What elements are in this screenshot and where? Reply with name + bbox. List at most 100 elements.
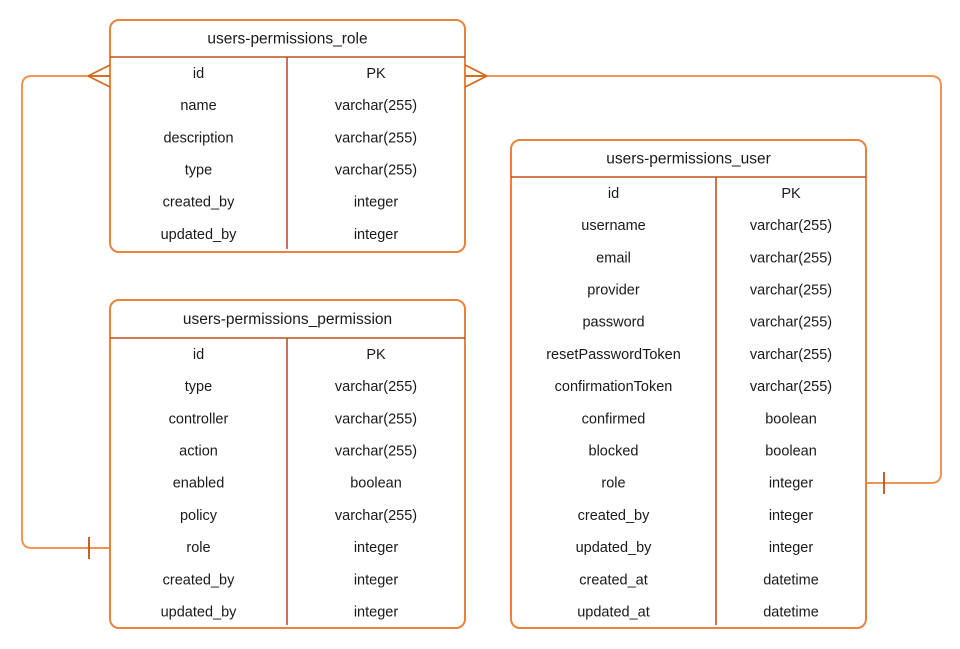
table-row[interactable]: provider varchar(255) xyxy=(587,283,832,299)
column-type: integer xyxy=(769,476,814,492)
column-type: varchar(255) xyxy=(750,218,832,234)
column-type: varchar(255) xyxy=(335,444,417,460)
column-type: datetime xyxy=(763,605,819,621)
table-row[interactable]: controller varchar(255) xyxy=(169,411,417,427)
cardinality-markers xyxy=(87,64,885,559)
relationship-connectors xyxy=(21,75,942,549)
table-row[interactable]: enabled boolean xyxy=(173,476,402,492)
column-name: password xyxy=(582,315,644,331)
table-row[interactable]: password varchar(255) xyxy=(582,315,832,331)
column-type: varchar(255) xyxy=(335,379,417,395)
table-row[interactable]: created_by integer xyxy=(578,508,814,524)
table-row[interactable]: email varchar(255) xyxy=(596,250,832,266)
column-type: varchar(255) xyxy=(750,283,832,299)
column-type: varchar(255) xyxy=(750,379,832,395)
table-row[interactable]: created_at datetime xyxy=(579,572,819,588)
column-name: id xyxy=(608,186,619,202)
column-type: integer xyxy=(354,572,399,588)
column-name: created_at xyxy=(579,572,648,588)
table-title: users-permissions_permission xyxy=(183,311,392,328)
column-name: role xyxy=(601,476,625,492)
table-row[interactable]: description varchar(255) xyxy=(163,130,417,146)
column-name: type xyxy=(185,379,212,395)
column-name: resetPasswordToken xyxy=(546,347,681,363)
table-row[interactable]: action varchar(255) xyxy=(179,444,417,460)
column-name: policy xyxy=(180,508,218,524)
column-name: created_by xyxy=(163,572,235,588)
column-type: PK xyxy=(781,186,801,202)
column-name: controller xyxy=(169,411,229,427)
column-name: enabled xyxy=(173,476,225,492)
column-type: integer xyxy=(354,227,399,243)
column-type: boolean xyxy=(765,444,817,460)
column-name: description xyxy=(163,130,233,146)
table-row[interactable]: id PK xyxy=(608,186,801,202)
column-type: datetime xyxy=(763,572,819,588)
table-title: users-permissions_user xyxy=(606,151,771,168)
table-row[interactable]: role integer xyxy=(601,476,813,492)
column-type: varchar(255) xyxy=(335,163,417,179)
table-row[interactable]: confirmed boolean xyxy=(582,411,817,427)
relationship-role-to-user[interactable] xyxy=(465,75,942,484)
column-name: created_by xyxy=(578,508,650,524)
column-name: id xyxy=(193,347,204,363)
column-name: confirmationToken xyxy=(555,379,673,395)
column-name: updated_by xyxy=(161,227,238,243)
table-border xyxy=(510,139,867,629)
table-row[interactable]: type varchar(255) xyxy=(185,379,417,395)
column-type: boolean xyxy=(765,411,817,427)
table-row[interactable]: id PK xyxy=(193,66,386,82)
crows-foot-many-icon xyxy=(464,64,488,88)
crows-foot-prong xyxy=(87,75,111,88)
column-type: varchar(255) xyxy=(335,130,417,146)
crows-foot-prong xyxy=(87,64,111,77)
column-name: name xyxy=(180,98,216,114)
column-name: blocked xyxy=(589,444,639,460)
column-name: action xyxy=(179,444,218,460)
relationship-line[interactable] xyxy=(465,75,942,484)
table-row[interactable]: blocked boolean xyxy=(589,444,817,460)
table-row[interactable]: updated_by integer xyxy=(161,227,399,243)
column-type: PK xyxy=(366,66,386,82)
table-row[interactable]: confirmationToken varchar(255) xyxy=(555,379,832,395)
crows-foot-prong xyxy=(464,64,488,77)
column-type: varchar(255) xyxy=(335,98,417,114)
column-name: confirmed xyxy=(582,411,646,427)
table-row[interactable]: policy varchar(255) xyxy=(180,508,417,524)
relationship-role-to-permission[interactable] xyxy=(21,75,110,549)
column-name: created_by xyxy=(163,195,235,211)
column-type: varchar(255) xyxy=(750,250,832,266)
column-type: boolean xyxy=(350,476,402,492)
column-name: id xyxy=(193,66,204,82)
column-type: integer xyxy=(354,540,399,556)
table-row[interactable]: created_by integer xyxy=(163,572,399,588)
table-row[interactable]: name varchar(255) xyxy=(180,98,417,114)
column-type: integer xyxy=(354,605,399,621)
relationship-line[interactable] xyxy=(21,75,110,549)
column-type: integer xyxy=(769,508,814,524)
column-name: email xyxy=(596,250,631,266)
table-row[interactable]: username varchar(255) xyxy=(581,218,832,234)
column-name: type xyxy=(185,163,212,179)
column-type: varchar(255) xyxy=(335,411,417,427)
crows-foot-many-icon xyxy=(87,64,111,88)
crows-foot-prong xyxy=(464,75,488,88)
column-type: varchar(255) xyxy=(335,508,417,524)
column-name: username xyxy=(581,218,645,234)
column-type: varchar(255) xyxy=(750,315,832,331)
table-row[interactable]: type varchar(255) xyxy=(185,163,417,179)
column-name: provider xyxy=(587,283,640,299)
